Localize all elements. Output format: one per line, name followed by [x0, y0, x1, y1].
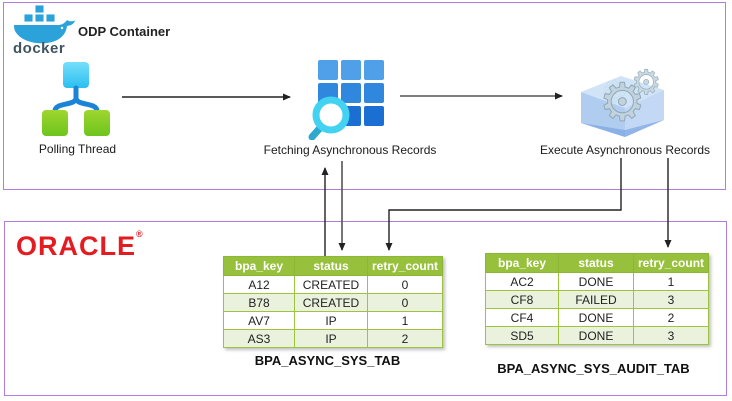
small-gear-icon: ⚙: [631, 63, 661, 103]
table-cell: DONE: [558, 326, 634, 345]
large-gear-icon: ⚙: [599, 73, 646, 133]
column-header: retry_count: [366, 256, 444, 276]
table-cell: FAILED: [558, 290, 634, 309]
table-cell: CREATED: [294, 275, 368, 294]
table-cell: AC2: [485, 272, 559, 291]
table-row: AV7 IP 1: [223, 311, 444, 330]
table-cell: 0: [366, 293, 444, 312]
column-header: status: [558, 253, 634, 273]
table-row: B78 CREATED 0: [223, 293, 444, 312]
column-header: retry_count: [632, 253, 710, 273]
magnifier-handle: [308, 124, 324, 140]
table-cell: AV7: [223, 311, 295, 330]
audit-table-caption: BPA_ASYNC_SYS_AUDIT_TAB: [497, 361, 690, 376]
box-top-face: [581, 76, 664, 108]
table-cell: DONE: [558, 308, 634, 327]
odp-container-label: ODP Container: [78, 24, 171, 39]
table-header-row: bpa_key status retry_count: [223, 256, 444, 276]
table-cell: CREATED: [294, 293, 368, 312]
table-row: AC2 DONE 1: [485, 272, 710, 291]
registered-mark: ®: [136, 229, 144, 239]
table-cell: IP: [294, 329, 368, 348]
root-node-square: [63, 62, 89, 88]
audit-table: bpa_key status retry_count AC2 DONE 1 CF…: [485, 253, 710, 345]
execute-records-icon: ⚙ ⚙ ⚙: [581, 63, 664, 137]
docker-wordmark: docker: [13, 40, 66, 57]
column-header: bpa_key: [223, 256, 295, 276]
table-cell: SD5: [485, 326, 559, 345]
polling-thread-label: Polling Thread: [38, 142, 117, 156]
oracle-logo: ORACLE®: [16, 229, 144, 262]
table-row: SD5 DONE 3: [485, 326, 710, 345]
table-cell: 0: [366, 275, 444, 294]
sys-table-caption: BPA_ASYNC_SYS_TAB: [254, 353, 401, 368]
tree-connector: [52, 85, 100, 114]
table-cell: 2: [366, 329, 444, 348]
column-header: bpa_key: [485, 253, 559, 273]
table-cell: 3: [632, 326, 710, 345]
table-row: AS3 IP 2: [223, 329, 444, 348]
fetching-records-label: Fetching Asynchronous Records: [263, 143, 437, 157]
table-cell: A12: [223, 275, 295, 294]
column-header: status: [294, 256, 368, 276]
leaf-node-square: [42, 110, 68, 136]
docker-whale-body: [14, 20, 75, 44]
table-cell: 2: [632, 308, 710, 327]
table-cell: 3: [632, 290, 710, 309]
docker-logo-icon: [14, 4, 75, 44]
table-row: CF4 DONE 2: [485, 308, 710, 327]
table-cell: IP: [294, 311, 368, 330]
table-cell: CF4: [485, 308, 559, 327]
oracle-logo-text: ORACLE: [16, 231, 136, 261]
sys-table: bpa_key status retry_count A12 CREATED 0…: [223, 256, 444, 348]
execute-records-label: Execute Asynchronous Records: [539, 143, 711, 157]
table-cell: AS3: [223, 329, 295, 348]
polling-thread-icon: [42, 62, 110, 136]
leaf-node-square: [84, 110, 110, 136]
table-header-row: bpa_key status retry_count: [485, 253, 710, 273]
fetching-records-icon: [308, 60, 384, 140]
magnifier-icon: [312, 96, 350, 134]
table-cell: 1: [632, 272, 710, 291]
table-cell: B78: [223, 293, 295, 312]
table-cell: DONE: [558, 272, 634, 291]
table-cell: CF8: [485, 290, 559, 309]
docker-whale-eye: [60, 26, 64, 30]
table-cell: 1: [366, 311, 444, 330]
table-row: CF8 FAILED 3: [485, 290, 710, 309]
box-right-face: [625, 90, 664, 137]
box-bottom-edge: [581, 120, 664, 137]
table-row: A12 CREATED 0: [223, 275, 444, 294]
